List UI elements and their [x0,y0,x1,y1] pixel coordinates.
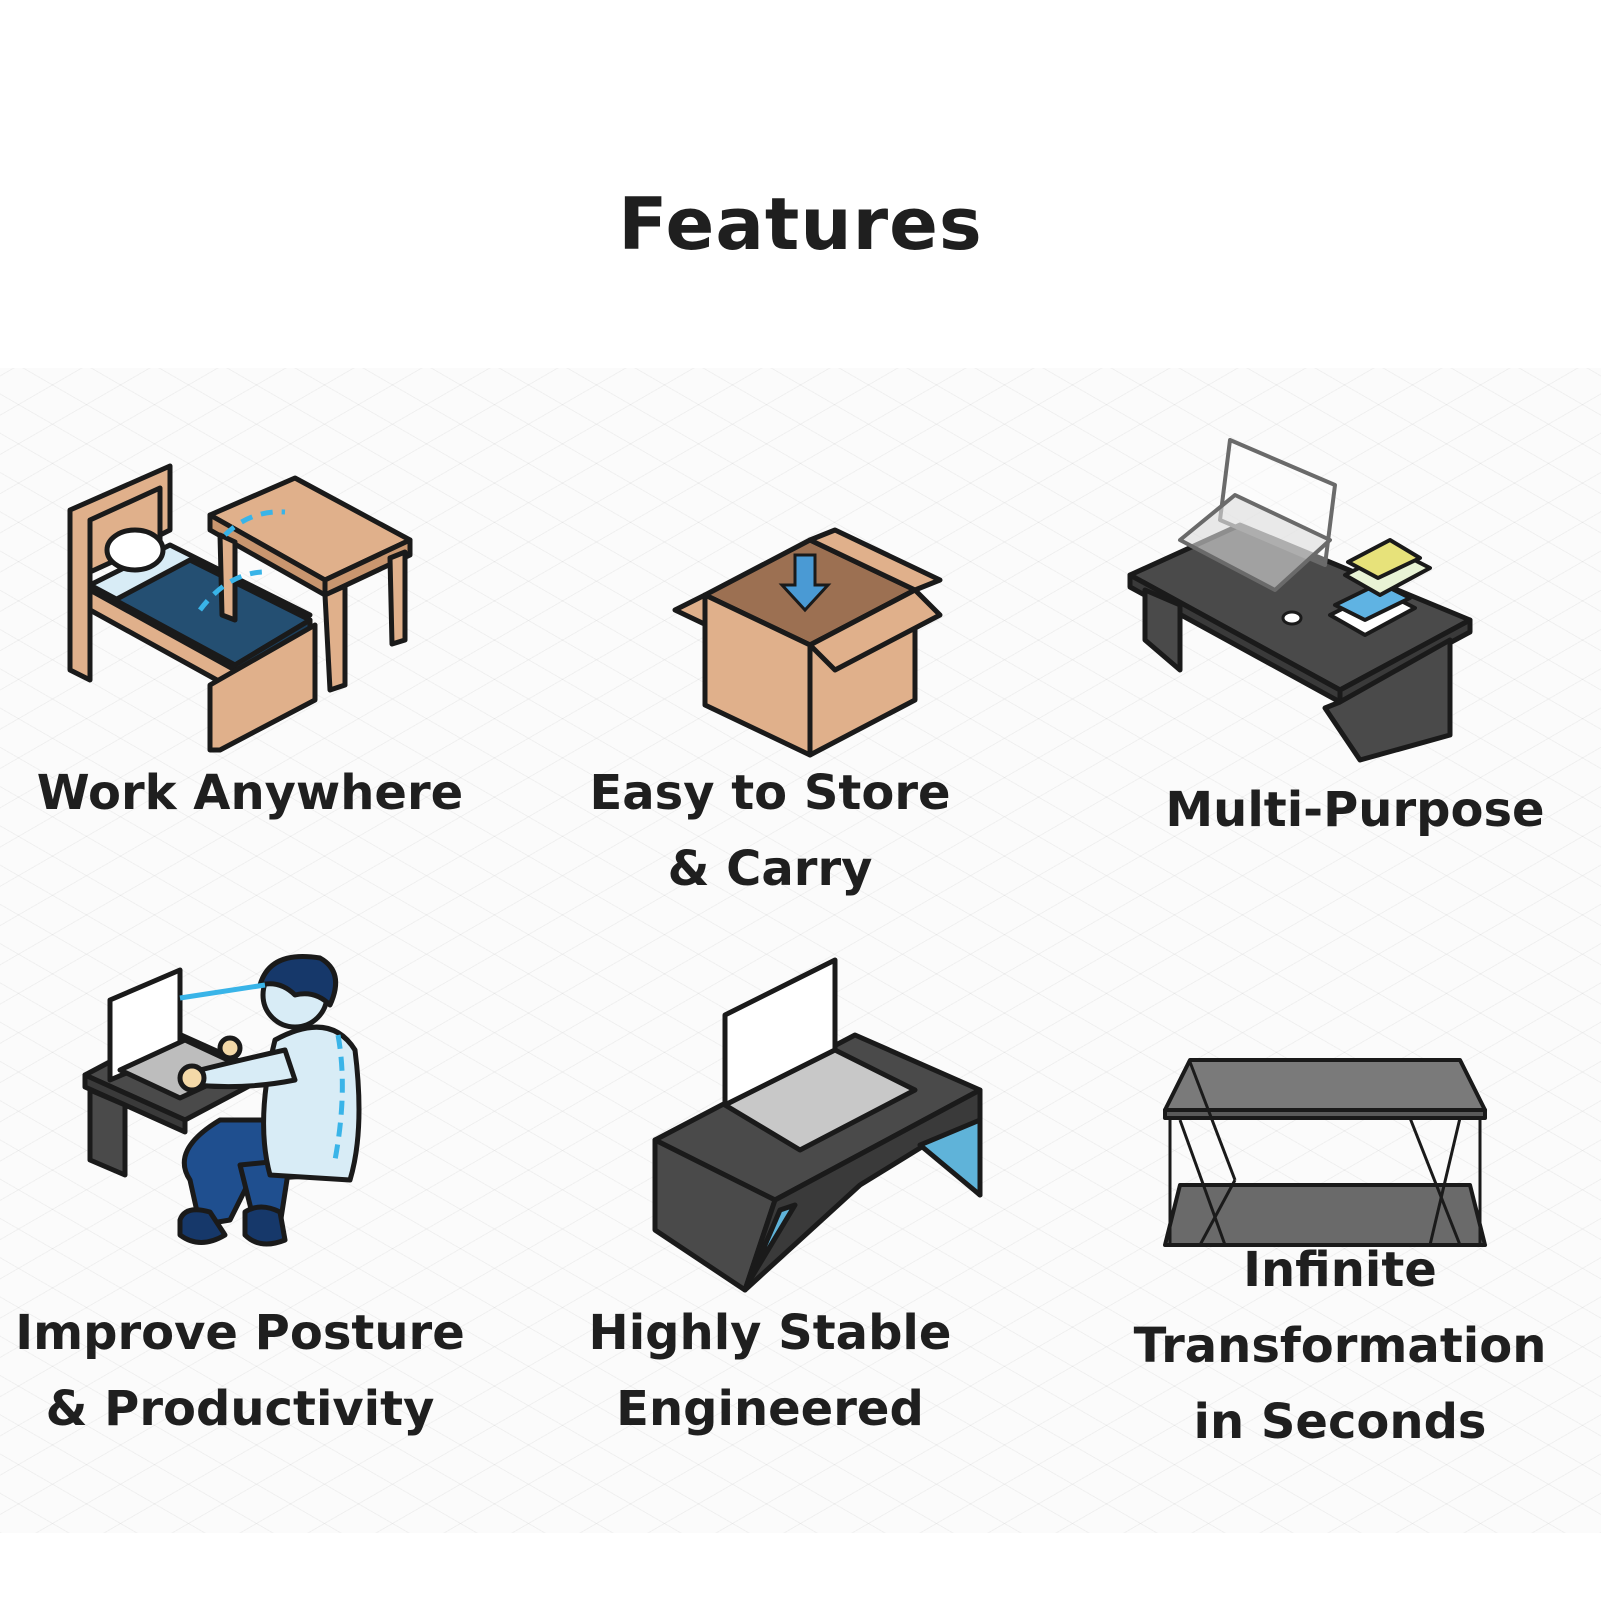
feature-label-easy-store-carry: Easy to Store & Carry [589,765,951,897]
page-title: Features [618,182,983,266]
stable-desk-with-laptop-icon [652,957,983,1293]
bed-with-table-icon [67,463,413,753]
feature-label-work-anywhere: Work Anywhere [36,765,464,821]
feature-label-infinite-transformation: Infinite Transformation in Seconds [1133,1242,1547,1450]
feature-label-improve-posture: Improve Posture & Productivity [15,1305,465,1437]
feature-label-multi-purpose: Multi-Purpose [1165,782,1545,838]
feature-label-highly-stable: Highly Stable Engineered [588,1305,952,1437]
cardboard-box-icon [672,527,943,758]
person-at-laptop-icon [82,954,362,1247]
desk-with-laptop-and-books-icon [1127,438,1473,763]
folding-desk-frame-icon [1163,1058,1487,1247]
